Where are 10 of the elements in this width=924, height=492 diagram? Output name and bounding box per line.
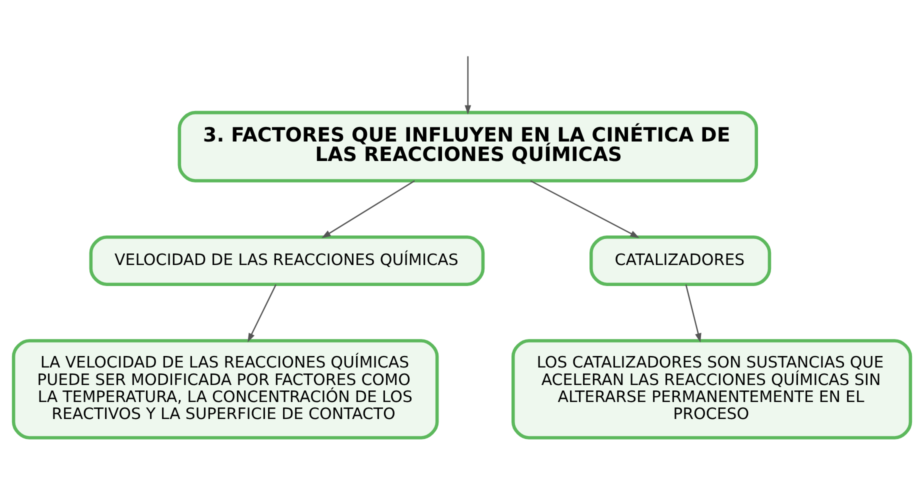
arrow <box>322 180 415 238</box>
arrow <box>530 180 640 238</box>
node-box: VELOCIDAD DE LAS REACCIONES QUÍMICAS <box>89 235 485 286</box>
arrow <box>464 56 472 114</box>
node-box: 3. FACTORES QUE INFLUYEN EN LA CINÉTICA DE LAS REACCIONES QUÍMICAS <box>178 110 758 182</box>
arrow <box>685 284 702 342</box>
node-box: LA VELOCIDAD DE LAS REACCIONES QUÍMICAS PUEDE SER MODIFICADA POR FACTORES COMO LA TEMPERATURA, LA CONCENTRACIÓN DE LOS REACTIVOS Y LA SUPERFICIE DE CONTACTO <box>12 338 439 439</box>
node-box: LOS CATALIZADORES SON SUSTANCIAS QUE ACELERAN LAS REACCIONES QUÍMICAS SIN ALTERARSE PERMANENTEMENTE EN EL PROCESO <box>512 338 912 439</box>
arrow <box>248 284 277 342</box>
node-box: CATALIZADORES <box>590 235 772 286</box>
